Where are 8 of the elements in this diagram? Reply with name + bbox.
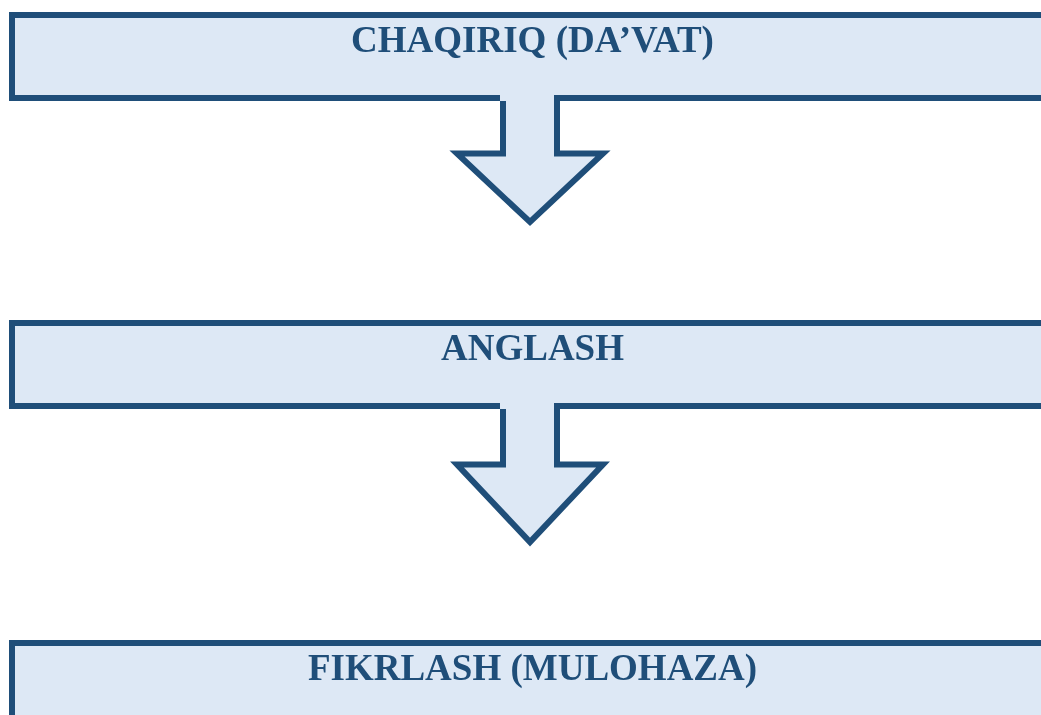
step-label: FIKRLASH (MULOHAZA) bbox=[306, 646, 759, 689]
process-box bbox=[9, 12, 1041, 101]
block-arrow bbox=[449, 98, 611, 227]
block-arrow bbox=[450, 406, 610, 547]
process-box bbox=[9, 320, 1041, 409]
step-label: CHAQIRIQ (DA’VAT) bbox=[350, 18, 715, 61]
process-box bbox=[9, 640, 1041, 715]
step-label: ANGLASH bbox=[440, 326, 625, 369]
